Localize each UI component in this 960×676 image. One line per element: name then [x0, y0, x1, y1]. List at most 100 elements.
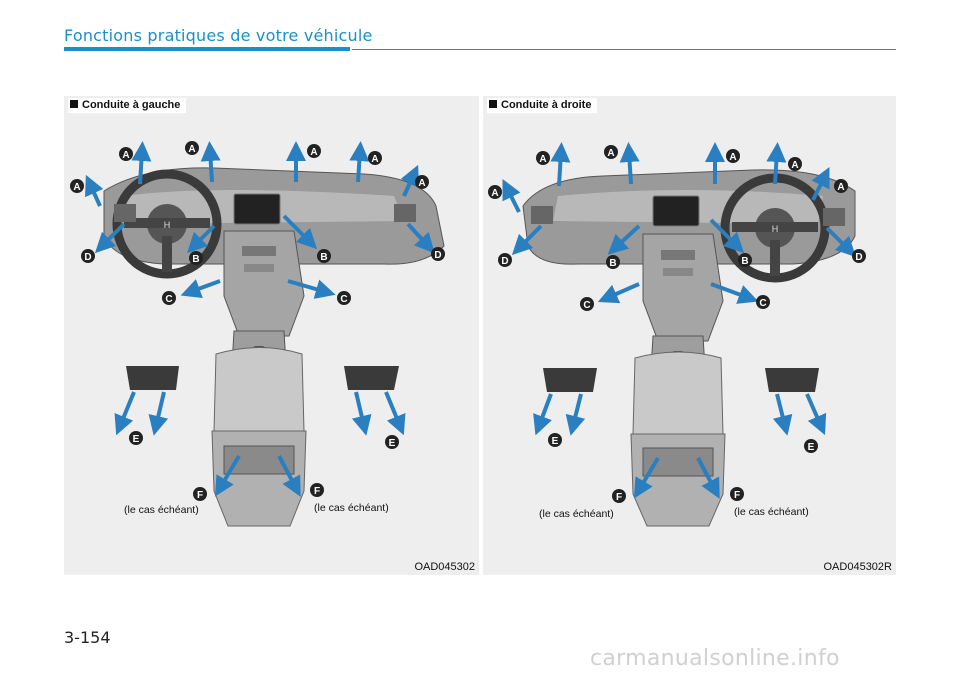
vent-left: [531, 206, 553, 224]
floor-duct-right: [344, 366, 399, 390]
figure-right-hand-drive: H A A A A A A D D B: [483, 96, 896, 575]
vent-label-e: E: [385, 435, 399, 449]
vent-label-d: D: [498, 253, 512, 267]
watermark: carmanualsonline.info: [590, 646, 840, 671]
floor-duct-left: [543, 368, 597, 392]
vent-label-c: C: [337, 291, 351, 305]
figure-code: OAD045302: [414, 561, 475, 573]
vent-label-a: A: [604, 145, 618, 159]
vent-label-a: A: [70, 179, 84, 193]
vent-right: [394, 204, 416, 222]
svg-text:F: F: [616, 492, 622, 503]
floor-duct-left: [126, 366, 179, 390]
vent-label-b: B: [189, 251, 203, 265]
svg-text:A: A: [837, 182, 844, 193]
svg-text:A: A: [122, 150, 129, 161]
figure-code: OAD045302R: [823, 561, 893, 573]
vent-label-a: A: [834, 179, 848, 193]
svg-text:B: B: [192, 254, 199, 265]
vent-label-f: F: [612, 489, 626, 503]
header-rule-thin: [352, 49, 896, 50]
vent-label-b: B: [738, 253, 752, 267]
steering-wheel: H: [112, 169, 222, 279]
svg-text:A: A: [791, 160, 798, 171]
header-rule-thick: [64, 47, 350, 51]
vent-label-e: E: [548, 433, 562, 447]
vent-label-d: D: [431, 247, 445, 261]
vent-label-f: F: [310, 483, 324, 497]
svg-text:A: A: [73, 182, 80, 193]
vent-label-b: B: [606, 255, 620, 269]
airflow-arrows: [85, 141, 435, 497]
vent-label-d: D: [81, 249, 95, 263]
svg-text:D: D: [855, 252, 862, 263]
svg-text:A: A: [729, 152, 736, 163]
svg-text:C: C: [759, 298, 766, 309]
svg-text:C: C: [165, 294, 172, 305]
svg-text:B: B: [320, 252, 327, 263]
svg-text:A: A: [310, 147, 317, 158]
svg-text:C: C: [340, 294, 347, 305]
figure-left-hand-drive: H A A A: [64, 96, 479, 575]
armrest: [213, 347, 305, 432]
svg-text:H: H: [164, 220, 171, 230]
center-stack: [223, 230, 305, 337]
svg-text:F: F: [314, 486, 320, 497]
svg-text:E: E: [808, 442, 815, 453]
svg-text:A: A: [491, 188, 498, 199]
svg-text:F: F: [734, 490, 740, 501]
optional-note-left: (le cas échéant): [539, 508, 614, 520]
vent-label-a: A: [368, 151, 382, 165]
svg-text:A: A: [371, 154, 378, 165]
center-screen: [233, 193, 281, 225]
page-number: 3-154: [64, 628, 111, 647]
vent-label-a: A: [307, 144, 321, 158]
center-screen: [652, 195, 700, 227]
vent-label-a: A: [788, 157, 802, 171]
vent-label-a: A: [185, 141, 199, 155]
vent-label-f: F: [730, 487, 744, 501]
svg-text:A: A: [539, 154, 546, 165]
center-stack: [642, 233, 724, 342]
vent-label-c: C: [756, 295, 770, 309]
figure-caption: Conduite à droite: [487, 98, 598, 113]
page-header-title: Fonctions pratiques de votre véhicule: [64, 26, 373, 45]
airflow-arrows: [502, 142, 857, 499]
vent-label-a: A: [119, 147, 133, 161]
vent-label-d: D: [852, 249, 866, 263]
vent-label-c: C: [580, 297, 594, 311]
vent-right: [823, 208, 845, 226]
dashboard-illustration-rhd: H A A A A A A D D B: [488, 142, 866, 527]
svg-text:A: A: [188, 144, 195, 155]
caption-bullet: [489, 100, 497, 108]
optional-note-left: (le cas échéant): [124, 504, 199, 516]
svg-text:A: A: [418, 178, 425, 189]
vent-label-a: A: [488, 185, 502, 199]
vent-left: [114, 204, 136, 222]
vent-label-e: E: [804, 439, 818, 453]
svg-text:D: D: [434, 250, 441, 261]
floor-duct-right: [765, 368, 819, 392]
caption-bullet: [70, 100, 78, 108]
svg-text:B: B: [609, 258, 616, 269]
svg-text:H: H: [772, 224, 779, 234]
vent-label-f: F: [193, 487, 207, 501]
svg-text:E: E: [389, 438, 396, 449]
vent-label-e: E: [129, 431, 143, 445]
svg-text:D: D: [501, 256, 508, 267]
vent-label-c: C: [162, 291, 176, 305]
vent-label-b: B: [317, 249, 331, 263]
svg-text:D: D: [84, 252, 91, 263]
svg-text:F: F: [197, 490, 203, 501]
optional-note-right: (le cas échéant): [734, 506, 809, 518]
optional-note-right: (le cas échéant): [314, 502, 389, 514]
vent-label-a: A: [536, 151, 550, 165]
vent-label-a: A: [415, 175, 429, 189]
svg-text:E: E: [133, 434, 140, 445]
svg-text:B: B: [741, 256, 748, 267]
dashboard-illustration-lhd: H A A A: [70, 141, 445, 527]
armrest: [632, 351, 724, 435]
svg-text:A: A: [607, 148, 614, 159]
svg-text:C: C: [583, 300, 590, 311]
vent-label-a: A: [726, 149, 740, 163]
